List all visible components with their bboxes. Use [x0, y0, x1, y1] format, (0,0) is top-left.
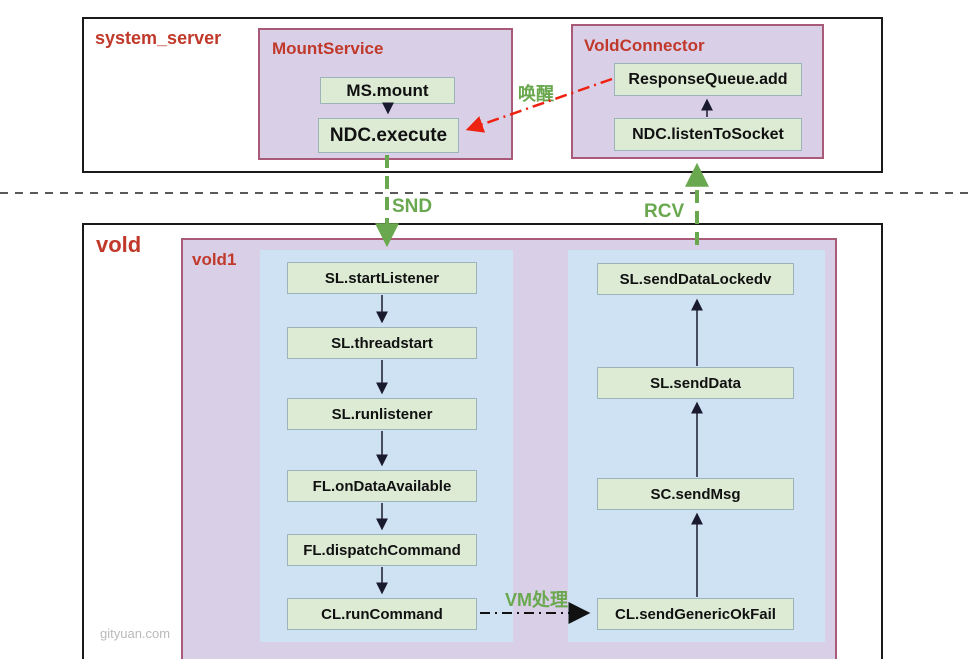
node-responsequeue-add: ResponseQueue.add — [614, 63, 802, 96]
vm-edge-label: VM处理 — [505, 590, 568, 610]
wake-edge-label: 唤醒 — [518, 84, 554, 104]
node-fl-dispatchcommand: FL.dispatchCommand — [287, 534, 477, 566]
vold-label: vold — [96, 232, 142, 257]
node-sl-senddatalockedv: SL.sendDataLockedv — [597, 263, 794, 295]
mount-service-label: MountService — [272, 39, 384, 58]
node-cl-sendgenericokfail: CL.sendGenericOkFail — [597, 598, 794, 630]
node-ms-mount: MS.mount — [320, 77, 455, 104]
response-flow-panel — [568, 250, 825, 642]
snd-edge-label: SND — [392, 196, 433, 217]
rcv-edge-label: RCV — [644, 201, 685, 222]
node-sl-senddata: SL.sendData — [597, 367, 794, 399]
node-ndc-listentosocket: NDC.listenToSocket — [614, 118, 802, 151]
node-sl-runlistener: SL.runlistener — [287, 398, 477, 430]
system-server-label: system_server — [95, 28, 222, 48]
node-sc-sendmsg: SC.sendMsg — [597, 478, 794, 510]
request-flow-panel — [260, 250, 513, 642]
node-ndc-execute: NDC.execute — [318, 118, 459, 153]
node-sl-threadstart: SL.threadstart — [287, 327, 477, 359]
node-cl-runcommand: CL.runCommand — [287, 598, 477, 630]
vold1-label: vold1 — [192, 250, 237, 269]
vold-connector-label: VoldConnector — [584, 36, 705, 55]
node-sl-startlistener: SL.startListener — [287, 262, 477, 294]
node-fl-ondataavailable: FL.onDataAvailable — [287, 470, 477, 502]
watermark-text: gityuan.com — [100, 626, 171, 641]
